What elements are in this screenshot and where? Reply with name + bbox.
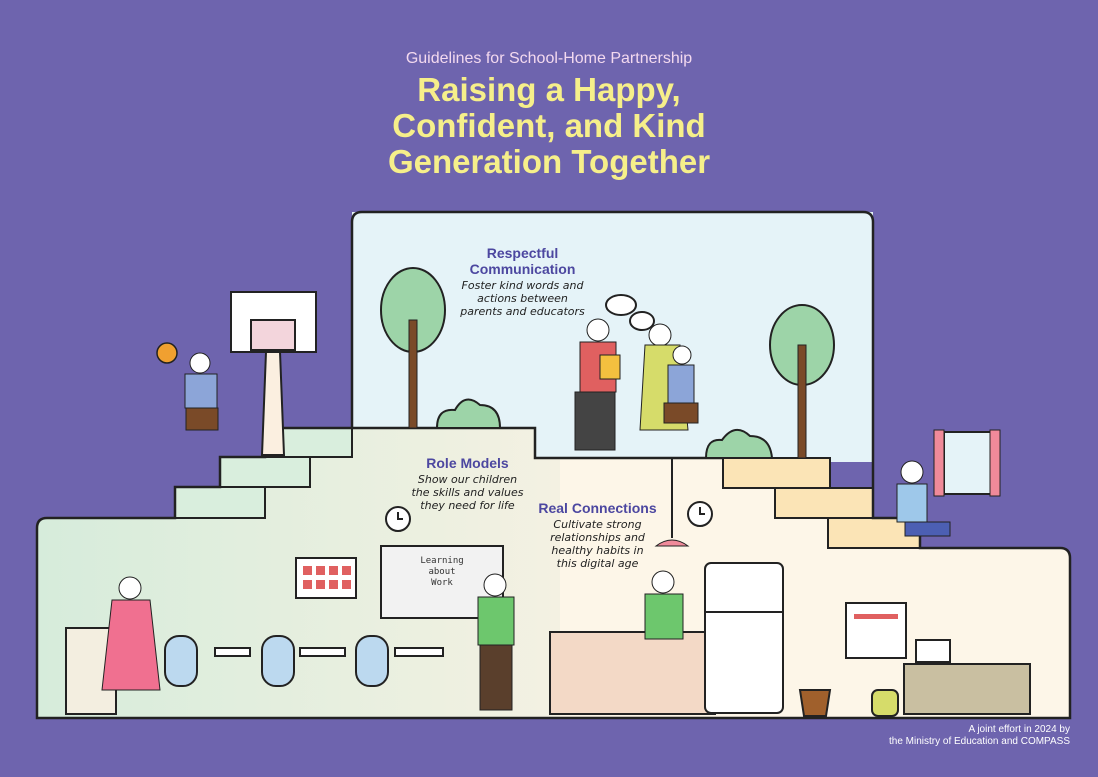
reading-child [896,460,951,537]
whiteboard-line: Work [431,578,453,588]
bush-icon [704,429,774,459]
right-stairs [722,457,921,549]
credit-text: A joint effort in 2024 by the Ministry o… [889,724,1070,748]
wall-board [845,602,907,659]
kitchen-counter [549,631,716,715]
section-title: Communication [469,261,576,277]
section-body: Foster kind words and [461,279,584,292]
parent-figure [574,318,621,451]
window [943,431,993,495]
whiteboard-text: Learning about Work [384,548,500,616]
section-body: parents and educators [460,305,585,318]
school-bag-icon [871,689,899,717]
cooking-parent [644,570,684,640]
section-title: Respectful [486,245,559,261]
teacher-figure [477,573,515,711]
subtitle: Guidelines for School-Home Partnership [405,50,693,67]
section-body: the skills and values [411,486,524,499]
speech-bubble-icon [605,294,637,316]
section-body: healthy habits in [551,544,644,557]
credit-line: the Ministry of Education and COMPASS [888,736,1070,747]
bush-icon [435,398,502,429]
tree-icon [769,304,835,459]
calendar [295,557,357,599]
section-body: actions between [477,292,568,305]
child-figure [663,345,699,424]
whiteboard-line: Learning [420,556,464,566]
section-body: Show our children [417,473,518,486]
building-outline [35,210,1072,720]
credit-line: A joint effort in 2024 by [968,724,1070,735]
title-line: Generation Together [387,143,711,180]
section-body: relationships and [550,531,645,544]
page-title: Raising a Happy, Confident, and Kind Gen… [0,72,1098,180]
fridge [704,562,784,714]
basketball-icon [156,342,178,364]
title-line: Raising a Happy, [417,71,681,108]
laptop-icon [915,639,951,663]
tree-icon [380,267,446,429]
jumping-child [184,352,219,431]
section-body: they need for life [420,499,515,512]
student-desks [164,635,444,687]
whiteboard-line: about [428,567,456,577]
section-body: this digital age [556,557,639,570]
title-line: Confident, and Kind [392,107,706,144]
section-title: Real Connections [538,500,657,516]
standing-parent [101,576,161,691]
plant-icon [798,689,832,717]
lamp-icon [654,539,690,547]
desk [903,663,1031,715]
section-body: Cultivate strong [553,518,642,531]
speech-bubble-icon [629,311,655,331]
section-title: Role Models [426,455,509,471]
